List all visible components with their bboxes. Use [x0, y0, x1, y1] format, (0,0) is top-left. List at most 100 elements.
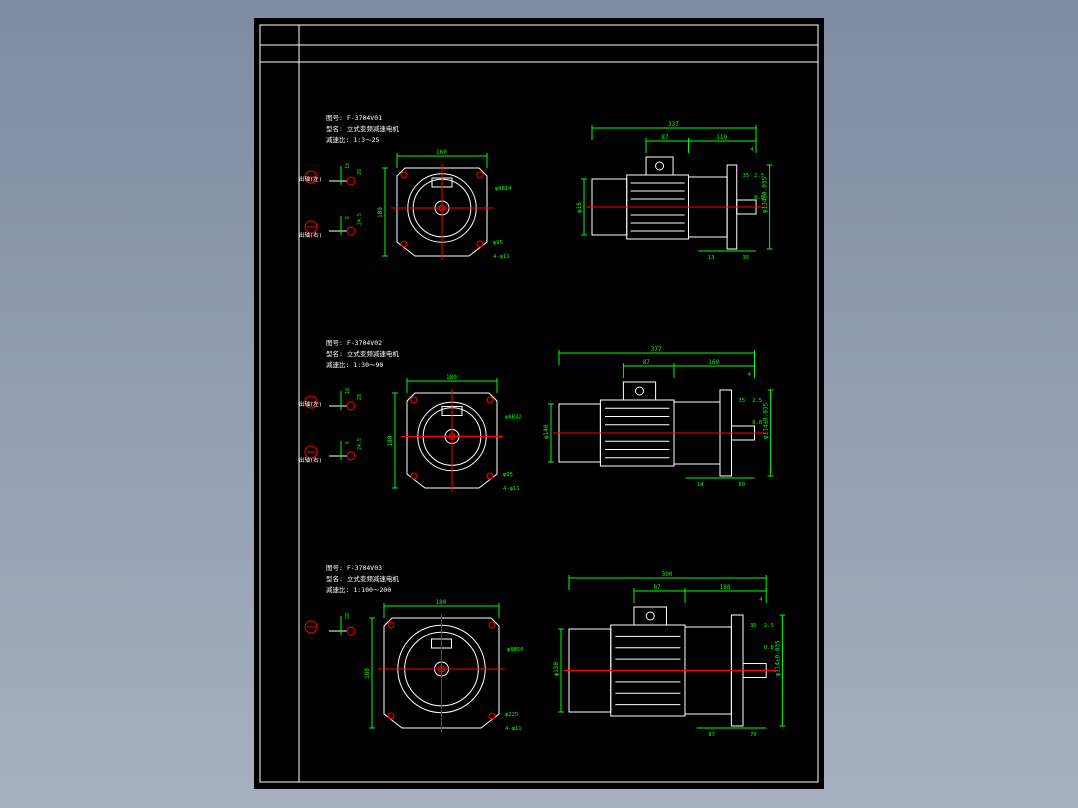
key-label-1: 出轴(左) — [299, 175, 322, 183]
key-section-circle — [304, 620, 318, 634]
front-mount-hole — [488, 621, 496, 629]
side-r1-label: 35 — [750, 623, 757, 629]
key-hole — [346, 626, 356, 636]
front-bore-label: φ8B32 — [505, 415, 522, 421]
side-d3-label: 4 — [750, 147, 754, 153]
front-mount-hole — [488, 712, 496, 720]
note-line: 型名: 立式变频减速电机 — [326, 574, 399, 583]
side-r2-label: 2.5 — [754, 173, 764, 179]
side-bottom-label: 14 — [697, 482, 704, 488]
note-line: 减速比: 1:100～200 — [326, 585, 391, 594]
side-shaft-dim-label: φ114±0.035 — [774, 640, 781, 677]
front-flange — [396, 167, 488, 257]
side-left-dim-label: φ16 — [576, 202, 583, 213]
note-line: 减速比: 1:30～90 — [326, 360, 383, 369]
key-hole — [346, 451, 356, 461]
front-holedia-label: φ95 — [493, 240, 503, 246]
side-r1-label: 35 — [738, 398, 745, 404]
front-mount-hole — [387, 621, 395, 629]
front-hole-label: 4-φ11 — [505, 726, 522, 732]
side-terminal-gland — [645, 611, 655, 621]
key-label-1: 出轴(左) — [299, 400, 322, 408]
front-width-dim-label: 160 — [436, 149, 447, 156]
side-d2-dim-label: 119 — [716, 134, 727, 141]
side-terminal-box — [622, 381, 657, 401]
side-left-dim-label: φ130 — [553, 662, 560, 677]
front-hole-label: 4-φ11 — [503, 486, 520, 492]
key-dim-b: 24.5 — [357, 438, 363, 450]
key-dim-b: 28 — [357, 169, 363, 175]
front-width-dim-label: 180 — [436, 599, 447, 606]
front-holedia-label: φ95 — [503, 472, 513, 478]
front-mount-hole — [476, 240, 484, 248]
front-bore-label: φ8B50 — [507, 647, 524, 653]
side-shaft-dim-label: φ114±0.035 — [762, 176, 769, 213]
side-d1-dim-label: 87 — [653, 584, 661, 591]
front-mount-hole — [486, 396, 494, 404]
front-mount-hole — [410, 396, 418, 404]
front-mount-hole — [400, 240, 408, 248]
front-mount-hole — [410, 472, 418, 480]
key-section-circle — [304, 445, 318, 459]
side-terminal-gland — [635, 386, 644, 396]
side-terminal-gland — [655, 161, 665, 171]
note-line: 型名: 立式变频减速电机 — [326, 349, 399, 358]
key-dim-b: 24.5 — [357, 213, 363, 225]
key-dim-a: 28 — [345, 613, 351, 619]
front-width-dim-label: 180 — [446, 374, 457, 381]
key-dim-a: 18 — [345, 163, 351, 169]
note-line: 减速比: 1:3～25 — [326, 135, 379, 144]
side-terminal-box — [633, 606, 667, 626]
side-d3-label: 4 — [759, 597, 763, 603]
key-dim-b: 28 — [357, 394, 363, 400]
drawing-sheet: 图号: F-3704V01 型名: 立式变频减速电机减速比: 1:3～25 18 28… — [254, 18, 824, 789]
front-mount-hole — [387, 712, 395, 720]
side-bottom2-label: 70 — [750, 732, 757, 738]
side-bottom2-label: 80 — [738, 482, 745, 488]
front-height-dim-label: 180 — [377, 207, 384, 218]
key-section-circle — [304, 395, 318, 409]
side-total-dim-label: 390 — [662, 571, 673, 578]
key-label-2: 出轴(右) — [299, 456, 322, 464]
key-dim-a: 18 — [345, 388, 351, 394]
front-hole-label: 4-φ11 — [493, 254, 510, 260]
front-flange — [406, 392, 498, 489]
front-mount-hole — [486, 472, 494, 480]
note-line: 图号: F-3704V03 — [326, 564, 382, 572]
side-left-dim-label: φ140 — [543, 424, 550, 439]
front-holedia-label: φ225 — [505, 712, 518, 718]
side-r1-label: 35 — [743, 173, 750, 179]
key-dim-a: 6 — [345, 441, 351, 444]
side-bottom2-label: 35 — [743, 255, 750, 261]
side-r2-label: 2.5 — [752, 398, 762, 404]
side-d1-dim-label: 87 — [643, 359, 651, 366]
title-frame — [259, 24, 819, 783]
side-d1-dim-label: 87 — [661, 134, 669, 141]
key-section-circle — [304, 220, 318, 234]
side-d3-label: 4 — [748, 372, 752, 378]
note-line: 图号: F-3704V02 — [326, 339, 382, 347]
note-line: 图号: F-3704V01 — [326, 114, 382, 122]
key-section-circle — [304, 170, 318, 184]
front-height-dim-label: 180 — [364, 668, 371, 679]
side-total-dim-label: 337 — [668, 121, 679, 128]
side-bottom-label: 13 — [708, 255, 715, 261]
side-r3-label: 8.8 — [764, 645, 774, 651]
side-d2-dim-label: 180 — [720, 584, 731, 591]
note-line: 型名: 立式变频减速电机 — [326, 124, 399, 133]
side-r3-label: 8.8 — [754, 195, 764, 201]
key-hole — [346, 176, 356, 186]
front-height-dim-label: 180 — [387, 435, 394, 446]
front-mount-hole — [476, 171, 484, 179]
front-flange — [383, 617, 500, 729]
front-bore-label: φ8B14 — [495, 186, 512, 192]
side-d2-dim-label: 169 — [708, 359, 719, 366]
side-terminal-box — [645, 156, 674, 176]
front-mount-hole — [400, 171, 408, 179]
